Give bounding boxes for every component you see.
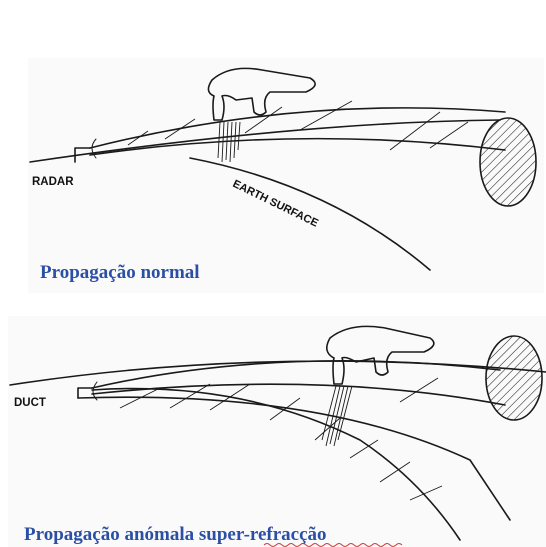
target-volume-ellipse bbox=[480, 118, 536, 206]
caption-anomalous-suffix: super-refracção bbox=[199, 524, 327, 545]
caption-anomalous-propagation: Propagação anómala super-refracção bbox=[24, 524, 327, 545]
target-volume-ellipse-anomalous bbox=[486, 336, 542, 420]
radar-label: RADAR bbox=[32, 176, 74, 188]
caption-normal-propagation: Propagação normal bbox=[40, 262, 200, 283]
panel-anomalous-propagation: DUCT Propagação anómala super-refracção bbox=[8, 316, 546, 547]
panel-normal-background bbox=[28, 58, 544, 293]
caption-anomalous-prefix: Propagação anómala bbox=[24, 524, 199, 545]
panel-anomalous-background bbox=[8, 316, 546, 547]
duct-label: DUCT bbox=[14, 397, 46, 409]
panel-normal-propagation: RADAR EARTH SURFACE Propagação normal bbox=[28, 58, 544, 293]
